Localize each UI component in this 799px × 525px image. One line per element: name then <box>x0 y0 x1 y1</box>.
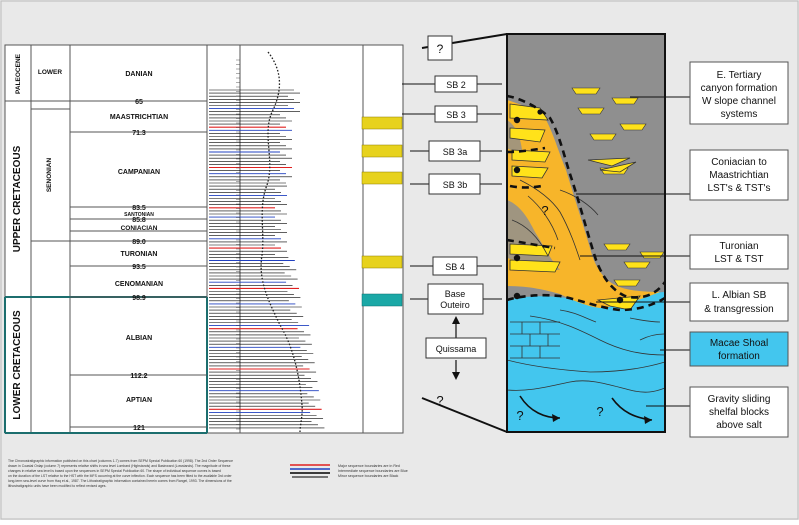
annotation-canyon-line-2: canyon formation <box>701 83 778 94</box>
base-outeiro-label-2: Outeiro <box>440 300 470 310</box>
legend-minor: Minor sequence boundaries are Black <box>338 474 399 478</box>
chart-footnote: The Chronostratigraphic information publ… <box>8 459 233 488</box>
stage-turonian: TURONIAN <box>121 251 158 258</box>
stage-campanian: CAMPANIAN <box>118 169 160 176</box>
sequence-boundary-dashes <box>507 94 665 312</box>
annotation-gravity-line-3: above salt <box>716 420 762 431</box>
age-85-8: 85.8 <box>132 217 146 224</box>
age-98-9: 98.9 <box>132 295 146 302</box>
annotation-gravity-line-2: shelfal blocks <box>709 407 769 418</box>
footnote-line-5: long-term sea-level curve from Haq et al… <box>8 479 232 483</box>
legend-intermediate: Intermediate sequence boundaries are Blu… <box>338 469 408 473</box>
annotation-box-albian <box>689 282 789 322</box>
age-65: 65 <box>135 99 143 106</box>
sb3a-box <box>428 140 481 162</box>
carbonate-fill <box>507 292 665 432</box>
annotation-gravity-line-1: Gravity sliding <box>708 394 771 405</box>
annotation-canyon-line-4: systems <box>721 109 758 120</box>
sb3-box <box>434 105 478 123</box>
annotation-canyon-line-3: W slope channel <box>702 96 776 107</box>
annotation-panel: E. Tertiary canyon formation W slope cha… <box>576 61 789 438</box>
coastal-onlap-curve <box>260 51 303 433</box>
annotation-box-canyon <box>689 61 789 125</box>
unknown-top-box <box>427 35 453 61</box>
footnote-line-1: The Chronostratigraphic information publ… <box>8 459 233 463</box>
age-83-5: 83.5 <box>132 205 146 212</box>
annotation-box-macae <box>689 331 789 367</box>
sb3b-marker <box>361 171 403 185</box>
cross-section: ? ? ? <box>506 33 666 433</box>
age-121: 121 <box>133 425 145 432</box>
quissama-label: Quissama <box>436 344 477 354</box>
section-question-3: ? <box>596 404 603 419</box>
sb3b-label: SB 3b <box>443 180 468 190</box>
annotation-macae-line-2: formation <box>718 351 760 362</box>
footnote-line-4: on the duration of the LST relative to t… <box>8 474 232 478</box>
line-color-legend: Major sequence boundaries are in Red Int… <box>290 464 408 478</box>
base-outeiro-marker <box>361 293 403 307</box>
age-71-3: 71.3 <box>132 130 146 137</box>
stage-cenomanian: CENOMANIAN <box>115 281 163 288</box>
quissama-box <box>425 337 487 359</box>
base-outeiro-label-1: Base <box>445 289 466 299</box>
chart-border <box>4 44 404 434</box>
annotation-albian-line-2: & transgression <box>704 304 773 315</box>
stage-danian: DANIAN <box>125 71 152 78</box>
stage-albian: ALBIAN <box>126 335 152 342</box>
sb4-marker <box>361 255 403 269</box>
base-outeiro-box <box>427 283 484 315</box>
footnote-line-3: changes in relative sea level is based u… <box>8 469 221 473</box>
annotation-coniacian-line-1: Coniacian to <box>711 157 767 168</box>
bottom-connector <box>421 397 508 433</box>
sb2-label: SB 2 <box>446 80 466 90</box>
upper-cretaceous-label: UPPER CRETACEOUS <box>12 145 23 252</box>
footnote-line-2: drawn in Coastal Onlap (column 7) repres… <box>8 464 231 468</box>
sb3a-marker <box>361 144 403 158</box>
carbonate-brick-pattern <box>510 321 560 359</box>
stage-aptian: APTIAN <box>126 397 152 404</box>
legend-major: Major sequence boundaries are in Red <box>338 464 400 468</box>
annotation-albian-line-1: L. Albian SB <box>712 290 767 301</box>
annotation-box-gravity <box>689 386 789 438</box>
chronostratigraphic-chart: PALEOCENE LOWER UPPER CRETACEOUS SENONIA… <box>4 44 404 434</box>
sb2-box <box>434 75 478 93</box>
annotation-box-turonian <box>689 234 789 270</box>
annotation-turonian-line-2: LST & TST <box>714 254 763 265</box>
age-93-5: 93.5 <box>132 264 146 271</box>
lower-label: LOWER <box>38 69 62 76</box>
stage-santonian: SANTONIAN <box>124 212 154 218</box>
annotation-box-coniacian <box>689 149 789 201</box>
sequence-boundary-column: ? SB 2 SB 3 SB 3a SB 3b SB 4 Base Outeir… <box>402 33 508 433</box>
stage-maastrichtian: MAASTRICHTIAN <box>110 114 168 121</box>
sb3-label: SB 3 <box>446 110 466 120</box>
age-89-0: 89.0 <box>132 239 146 246</box>
annotation-turonian-line-1: Turonian <box>719 241 758 252</box>
stage-coniacian: CONIACIAN <box>121 225 158 232</box>
unknown-bottom-mark: ? <box>436 393 443 408</box>
paleocene-label: PALEOCENE <box>15 53 22 94</box>
section-question-1: ? <box>541 203 548 218</box>
sb3a-label: SB 3a <box>443 147 468 157</box>
unknown-top-mark: ? <box>437 42 444 56</box>
annotation-canyon-line-1: E. Tertiary <box>717 70 762 81</box>
sb2-marker <box>361 116 403 130</box>
section-border <box>506 33 666 433</box>
annotation-coniacian-line-2: Maastrichtian <box>709 170 768 181</box>
age-112-2: 112.2 <box>130 373 147 380</box>
section-question-2: ? <box>516 408 523 423</box>
sb4-label: SB 4 <box>445 262 465 272</box>
lower-cretaceous-label: LOWER CRETACEOUS <box>12 310 23 420</box>
sequence-boundary-lines <box>209 59 325 430</box>
sb3b-box <box>428 173 481 195</box>
senonian-label: SENONIAN <box>46 158 53 193</box>
annotation-coniacian-line-3: LST's & TST's <box>707 183 770 194</box>
footnote-line-6: lithostratigraphic units have been modif… <box>8 484 106 488</box>
annotation-macae-line-1: Macae Shoal <box>710 338 768 349</box>
sb4-box <box>432 256 478 276</box>
